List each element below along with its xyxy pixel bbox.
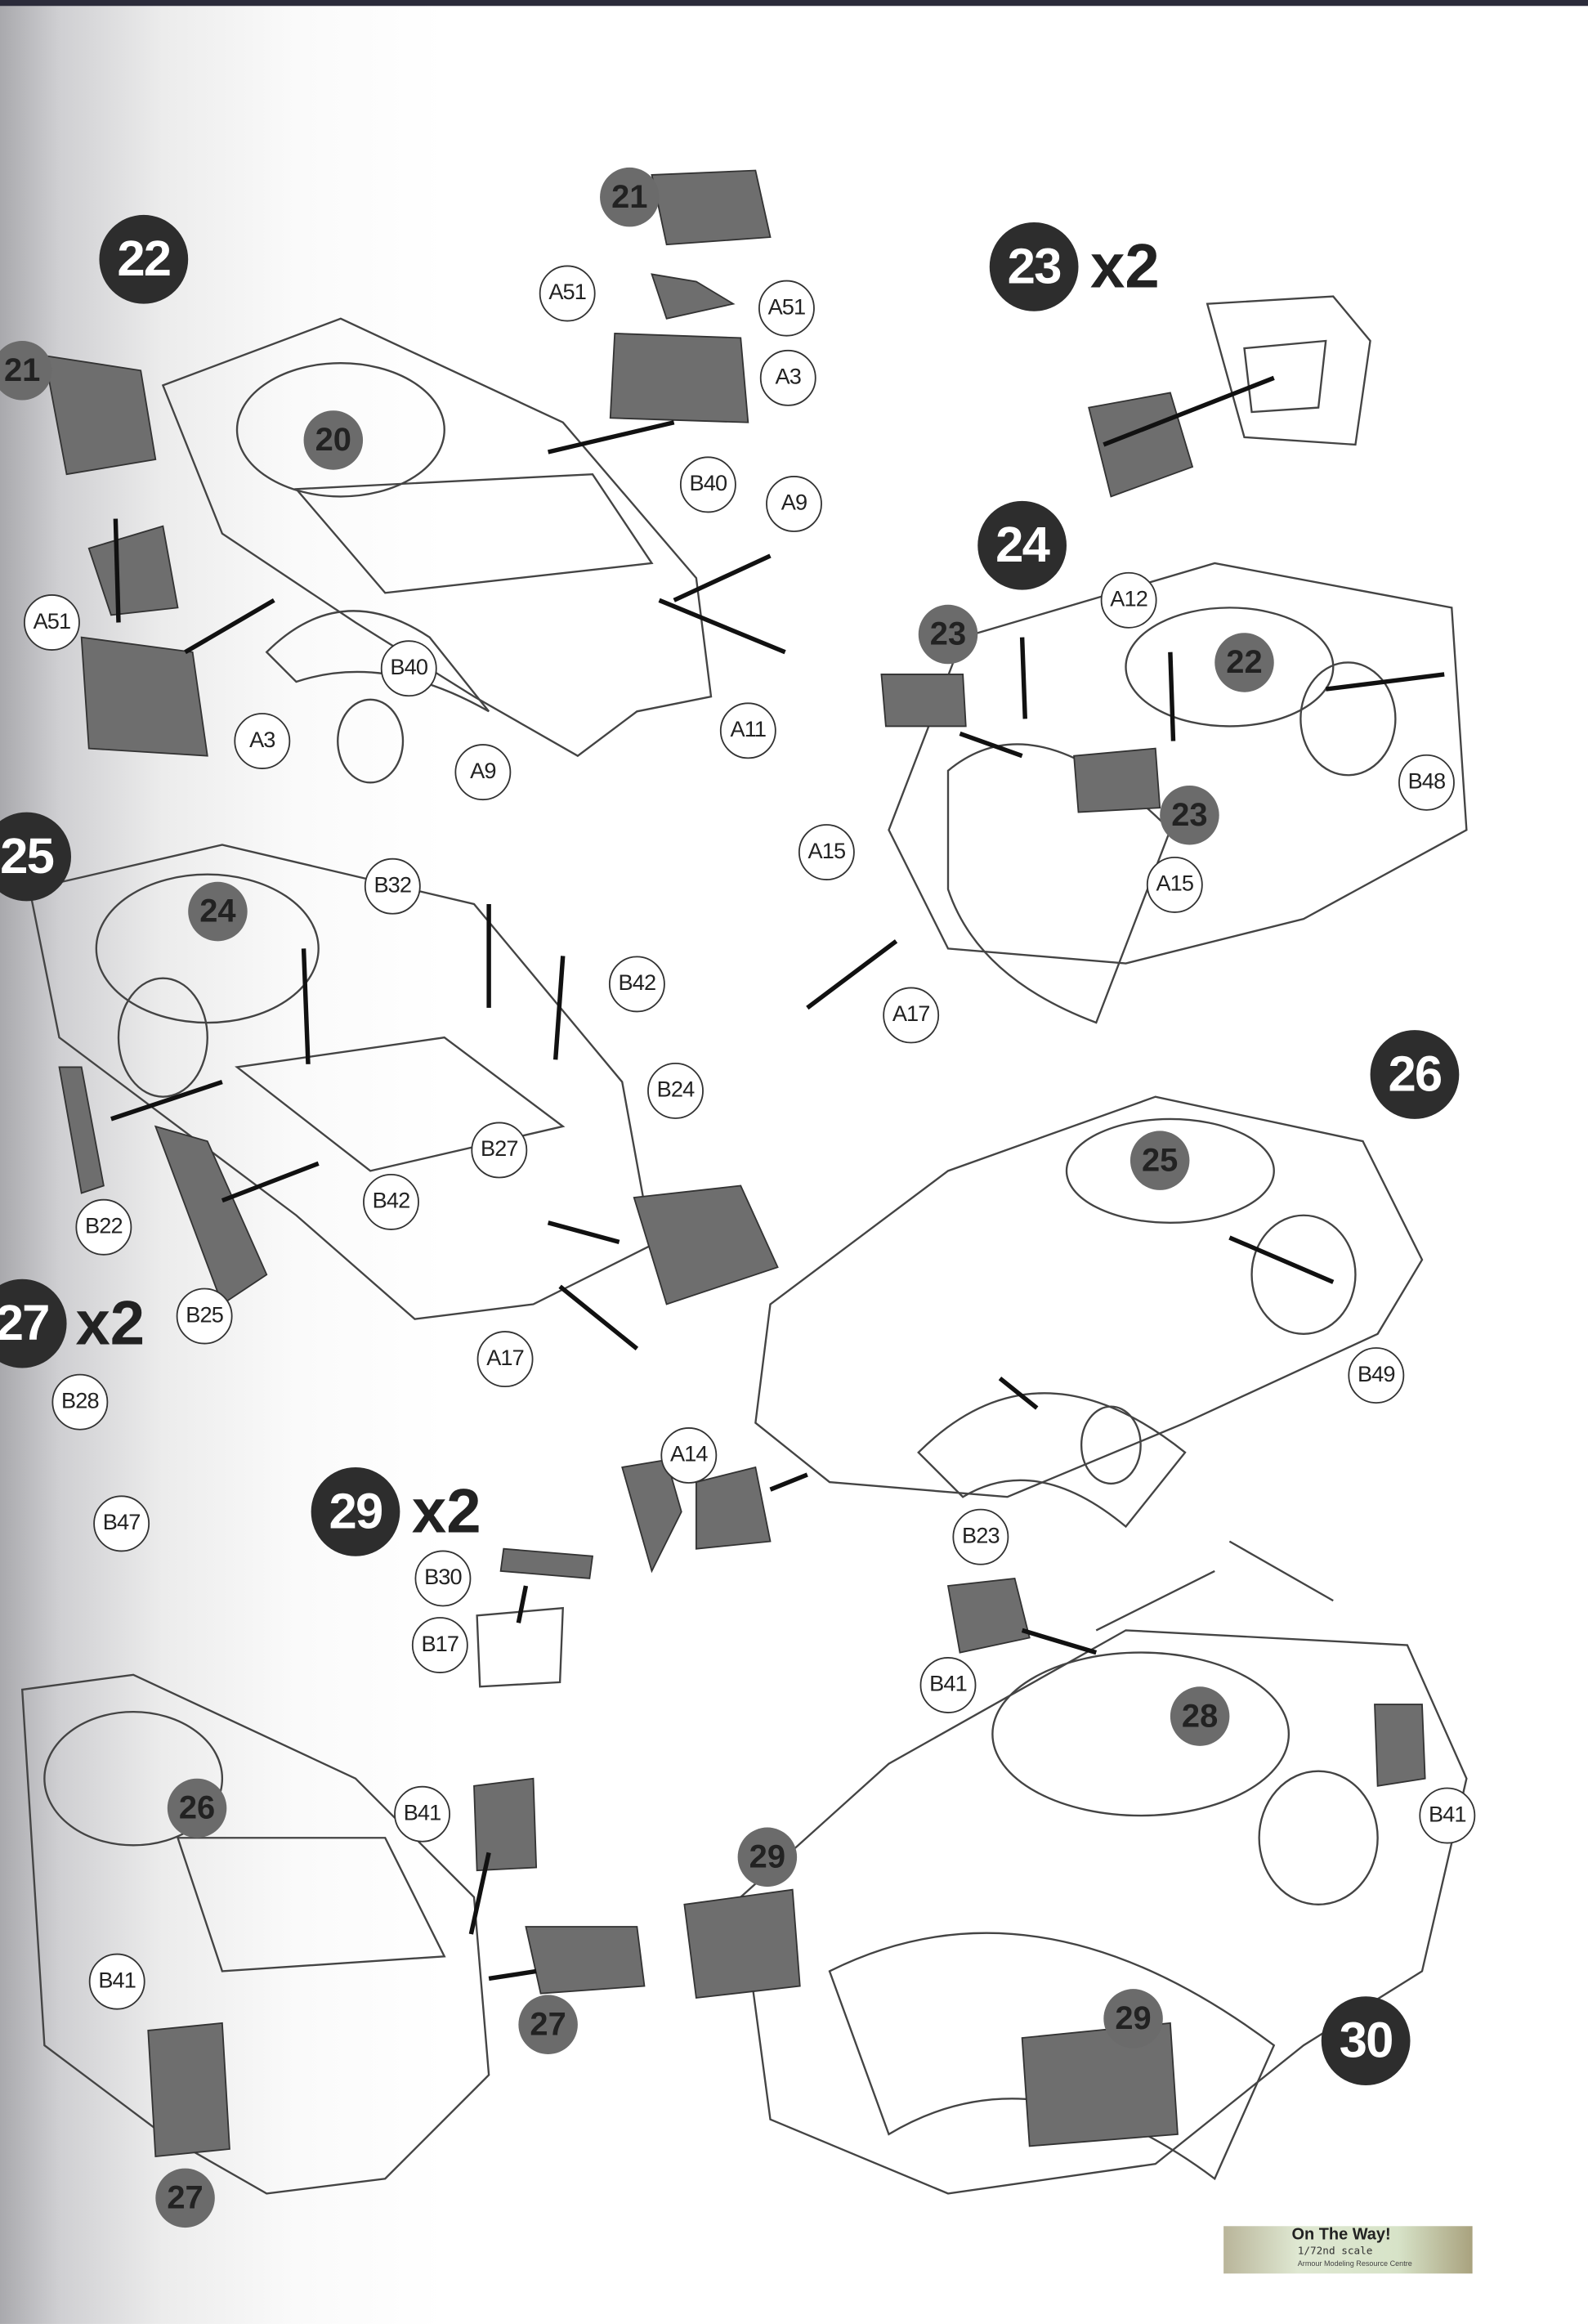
part-label-B49: B49 — [1348, 1347, 1405, 1404]
subassembly-ref-23: 23 — [1160, 785, 1219, 845]
step-number-26: 26 — [1370, 1030, 1460, 1119]
subassembly-ref-21: 21 — [0, 341, 52, 401]
part-label-B40: B40 — [679, 456, 736, 513]
hull-step-22 — [161, 317, 713, 784]
part-label-B41: B41 — [88, 1953, 145, 2010]
part-label-A17: A17 — [883, 987, 940, 1044]
part-label-B41: B41 — [394, 1785, 450, 1843]
part-label-A3: A3 — [759, 349, 816, 406]
part-label-B27: B27 — [471, 1122, 528, 1179]
subassembly-ref-26: 26 — [167, 1778, 227, 1838]
part-label-A51: A51 — [539, 265, 596, 322]
part-label-B24: B24 — [647, 1062, 704, 1119]
step-number-30: 30 — [1321, 1996, 1411, 2086]
part-label-B22: B22 — [75, 1198, 132, 1256]
step-number-24: 24 — [977, 500, 1067, 590]
step-number-27: 27 — [0, 1278, 67, 1368]
subassembly-ref-22: 22 — [1214, 633, 1274, 692]
part-label-A51: A51 — [758, 280, 815, 337]
part-label-B32: B32 — [364, 858, 421, 915]
part-label-B25: B25 — [176, 1287, 233, 1345]
part-label-A12: A12 — [1100, 571, 1157, 629]
on-the-way-logo: On The Way! 1/72nd scale Armour Modeling… — [1223, 2226, 1473, 2274]
step-multiplier: x2 — [75, 1287, 145, 1358]
step-number-29: 29 — [311, 1466, 400, 1556]
part-label-B41: B41 — [1419, 1787, 1476, 1844]
part-label-A14: A14 — [660, 1427, 718, 1484]
part-label-B42: B42 — [363, 1173, 419, 1230]
subassembly-ref-21: 21 — [600, 167, 660, 227]
part-label-B42: B42 — [608, 956, 665, 1013]
part-label-B30: B30 — [414, 1550, 472, 1607]
subassembly-ref-20: 20 — [303, 410, 364, 470]
subassembly-ref-28: 28 — [1170, 1686, 1230, 1746]
subassembly-ref-27: 27 — [518, 1995, 578, 2054]
part-label-A11: A11 — [719, 702, 776, 759]
hull-step-30 — [740, 1540, 1468, 2195]
hull-step-27 — [20, 1673, 490, 2195]
part-label-A51: A51 — [24, 594, 80, 651]
hull-step-26 — [754, 1095, 1424, 1529]
step-multiplier: x2 — [411, 1475, 481, 1547]
subassembly-ref-25: 25 — [1129, 1131, 1190, 1190]
logo-subtitle: Armour Modeling Resource Centre — [1297, 2259, 1412, 2269]
subassembly-ref-27: 27 — [155, 2168, 215, 2228]
part-label-A17: A17 — [476, 1331, 534, 1388]
assembly-arrows — [110, 375, 1445, 1981]
part-label-A15: A15 — [798, 824, 855, 880]
logo-scale: 1/72nd scale — [1297, 2245, 1373, 2258]
part-label-B48: B48 — [1398, 754, 1455, 811]
part-label-B28: B28 — [51, 1373, 109, 1431]
scan-edge — [0, 0, 1588, 7]
step-number-25: 25 — [0, 812, 71, 902]
step-multiplier: x2 — [1090, 231, 1160, 302]
step-number-22: 22 — [99, 214, 189, 304]
subassembly-ref-29: 29 — [1103, 1989, 1163, 2049]
part-label-A3: A3 — [234, 713, 291, 769]
part-label-B23: B23 — [952, 1508, 1009, 1565]
part-label-B47: B47 — [93, 1495, 150, 1552]
part-label-A9: A9 — [766, 476, 822, 532]
subassembly-ref-24: 24 — [188, 881, 248, 942]
part-label-A9: A9 — [454, 744, 512, 801]
part-label-B40: B40 — [380, 640, 437, 697]
part-label-B17: B17 — [411, 1617, 468, 1673]
subassembly-ref-29: 29 — [737, 1827, 798, 1887]
subassembly-ref-23: 23 — [918, 604, 978, 665]
step-number-23: 23 — [989, 222, 1079, 311]
logo-title: On The Way! — [1291, 2226, 1391, 2245]
part-label-B41: B41 — [919, 1657, 977, 1713]
hull-step-25 — [28, 844, 653, 1320]
part-label-A15: A15 — [1146, 856, 1203, 913]
